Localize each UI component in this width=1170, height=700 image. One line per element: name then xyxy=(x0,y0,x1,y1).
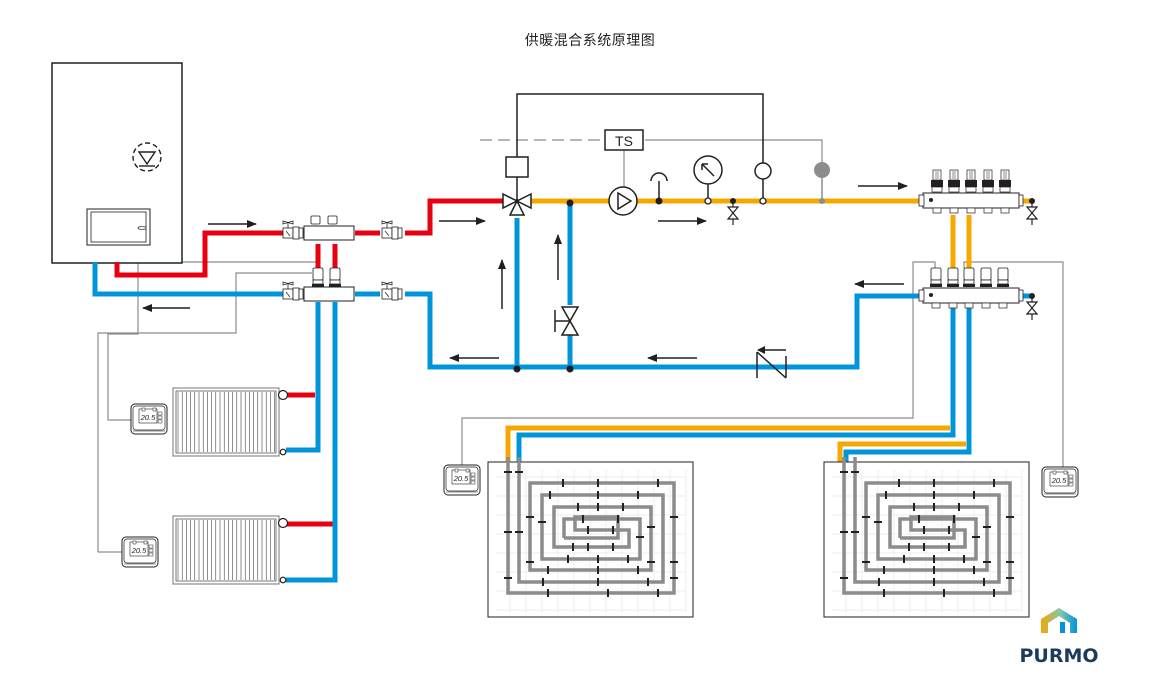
ball-valve-icon xyxy=(381,220,403,240)
floor-heating-zones xyxy=(487,457,1030,618)
pipes-supply-hot xyxy=(114,198,506,527)
room-thermostats: 20.5 20.5 20.5 20.5 xyxy=(121,403,1079,568)
pressure-gauge-icon xyxy=(693,155,723,205)
ball-valve-icon xyxy=(282,281,304,301)
junction-dot xyxy=(513,365,521,373)
flowmeter-icon xyxy=(930,169,944,193)
room-thermostat: 20.5 xyxy=(130,403,168,435)
bypass-valve-icon xyxy=(554,306,580,336)
room-thermostat: 20.5 xyxy=(1041,466,1079,498)
flowmeter-icon xyxy=(964,169,978,193)
supply-temperature-sensor-icon xyxy=(814,162,830,204)
actuator-icon xyxy=(311,267,325,288)
boiler xyxy=(51,62,183,264)
control-wire-mixing-valve xyxy=(516,93,764,163)
radiator-manifold-supply xyxy=(282,215,403,241)
actuator-icon xyxy=(979,267,993,288)
junction-dot xyxy=(566,365,574,373)
sensor-wire-ts xyxy=(645,139,823,168)
floor-loop-pipe xyxy=(842,457,1012,595)
flowmeter-icon xyxy=(981,169,995,193)
floor-heating-zone xyxy=(823,457,1030,618)
ball-valve-icon xyxy=(381,281,403,301)
mixing-valve xyxy=(502,156,532,216)
radiator-manifold-return xyxy=(282,267,403,302)
room-thermostat: 20.5 xyxy=(121,536,159,568)
flowmeter-icon xyxy=(947,169,961,193)
pipes-return xyxy=(92,203,972,583)
radiator-outlet-icon xyxy=(279,448,287,456)
actuator-icon xyxy=(996,267,1010,288)
ufh-return-manifold xyxy=(918,267,1024,309)
safety-thermostat-icon xyxy=(754,162,772,205)
floor-heating-zone xyxy=(487,457,694,618)
radiator-outlet-icon xyxy=(279,576,287,584)
flowmeter-icon xyxy=(998,169,1012,193)
check-valve-icon xyxy=(756,346,787,379)
thermometer-icon xyxy=(650,172,668,205)
boiler-pump-icon xyxy=(132,142,162,172)
room-thermostat: 20.5 xyxy=(443,464,481,496)
ufh-supply-manifold xyxy=(918,169,1024,214)
thermostat-display: 20.5 xyxy=(1051,476,1067,485)
junction-dot xyxy=(566,199,574,207)
radiator xyxy=(172,515,289,585)
thermostat-display: 20.5 xyxy=(453,474,469,483)
logo-text: PURMO xyxy=(1019,645,1098,667)
actuator-icon xyxy=(929,267,943,288)
purmo-logo: PURMO xyxy=(1019,608,1099,667)
pipes-mixed-supply xyxy=(505,198,1032,462)
floor-loop-pipe xyxy=(517,457,665,584)
radiator xyxy=(172,387,289,457)
thermostat-display: 20.5 xyxy=(131,546,147,555)
radiator-inlet-valve-icon xyxy=(277,517,289,529)
diagram-title: 供暖混合系统原理图 xyxy=(524,33,656,49)
logo-house-icon xyxy=(1041,608,1077,633)
valve-actuator-icon xyxy=(505,156,529,178)
radiators xyxy=(172,387,289,585)
circulation-pump-icon xyxy=(608,186,638,216)
actuator-icon xyxy=(946,267,960,288)
floor-loop-pipe xyxy=(853,457,1001,584)
radiator-inlet-valve-icon xyxy=(277,389,289,401)
flow-arrows xyxy=(142,182,908,362)
ball-valve-icon xyxy=(282,220,304,240)
actuator-icon xyxy=(328,267,342,288)
floor-loop-pipe xyxy=(506,457,676,595)
ts-label: TS xyxy=(615,133,633,149)
thermostat-wire-floor-2 xyxy=(963,261,1064,467)
actuator-icon xyxy=(962,267,976,288)
thermostat-wire-floor-1 xyxy=(461,261,936,465)
thermostat-display: 20.5 xyxy=(140,413,156,422)
temperature-sensor-box: TS xyxy=(604,129,644,151)
